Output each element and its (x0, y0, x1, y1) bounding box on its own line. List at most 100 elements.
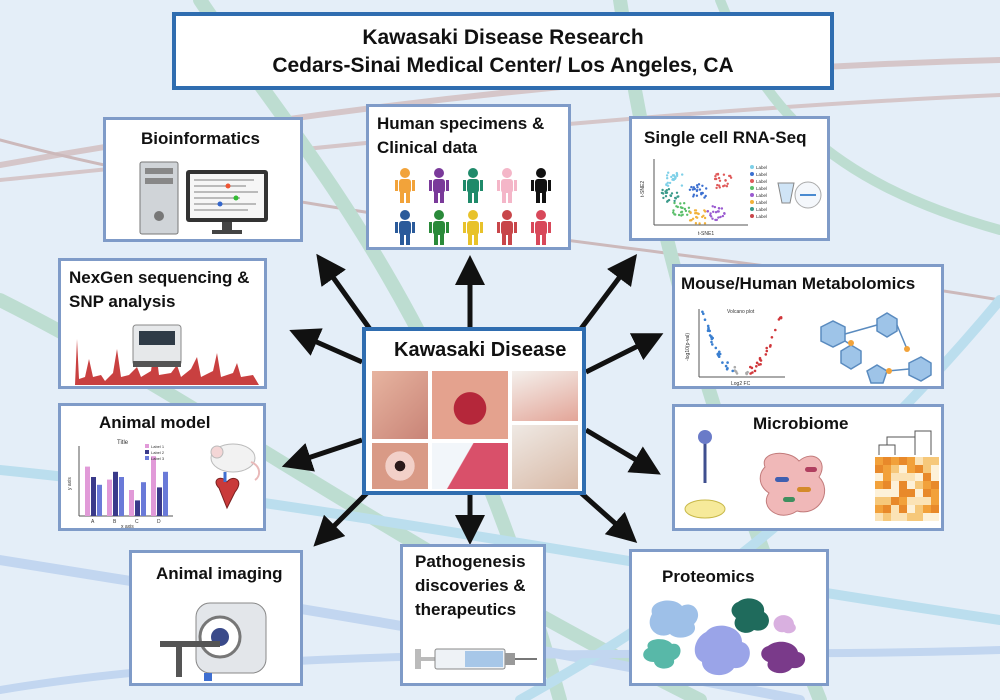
tsne-point (684, 209, 688, 213)
volcano-point (708, 334, 712, 337)
tsne-point (691, 188, 695, 191)
tsne-point (677, 195, 680, 198)
heatmap-cell (891, 505, 899, 513)
tsne-point (717, 184, 721, 187)
tsne-point (712, 210, 715, 213)
bar (97, 484, 102, 516)
tsne-point (718, 186, 721, 189)
sequencing-trace (71, 324, 259, 385)
heatmap-cell (907, 497, 915, 505)
heatmap-cell (915, 513, 923, 521)
arrow-to-animal-model (281, 437, 363, 472)
tsne-point (695, 189, 699, 192)
photo-skin-rash (372, 371, 428, 439)
heatmap-cell (875, 481, 883, 489)
tsne-point (674, 197, 678, 200)
tsne-point (726, 182, 729, 185)
bar (151, 456, 156, 516)
tsne-point (697, 212, 700, 216)
heatmap-cell (923, 465, 931, 473)
bar (163, 471, 168, 516)
heatmap-cell (915, 481, 923, 489)
arrow-to-nexgen (289, 328, 364, 365)
tsne-point (677, 213, 681, 217)
panel-metabolomics: Mouse/Human Metabolomics Volcano plot Lo… (672, 264, 944, 389)
bar (129, 490, 134, 516)
volcano-point (733, 369, 737, 372)
tsne-point (664, 190, 667, 193)
bar (119, 477, 124, 516)
heatmap-cell (931, 513, 939, 521)
computer-icon (139, 161, 268, 235)
heatmap-cell (907, 481, 915, 489)
bar-chart-title: Title (117, 440, 129, 446)
heatmap-cell (883, 481, 891, 489)
heatmap-cell (883, 513, 891, 521)
tsne-point (681, 173, 684, 176)
photo-strawberry-tongue (432, 371, 508, 439)
tsne-point (691, 217, 695, 220)
bar-legend-swatch (145, 456, 149, 460)
heatmap-cell (907, 489, 915, 497)
person-icon (395, 210, 415, 245)
heatmap-cell (899, 513, 907, 521)
bar-chart-xlabel: x axis (121, 524, 134, 530)
volcano-ylabel: -log10(p-val) (685, 333, 691, 361)
heatmap-cell (883, 489, 891, 497)
tsne-point (696, 216, 699, 219)
volcano-point (758, 356, 762, 360)
tsne-point (675, 173, 679, 176)
volcano-point (718, 350, 721, 354)
heatmap-cell (923, 497, 931, 505)
tsne-point (679, 202, 682, 205)
heatmap-cell (891, 473, 899, 481)
tsne-point (725, 185, 729, 188)
tsne-point (718, 207, 721, 210)
tsne-point (665, 183, 668, 187)
tsne-legend-swatch (750, 165, 754, 169)
volcano-point (750, 366, 754, 370)
tsne-point (675, 205, 678, 208)
volcano-point (769, 344, 772, 347)
bar-category-label: B (113, 519, 117, 525)
tsne-point (672, 209, 675, 212)
volcano-point (703, 318, 707, 321)
tsne-point (696, 186, 699, 189)
heatmap-cell (931, 497, 939, 505)
tsne-point (675, 191, 679, 194)
tsne-point (680, 184, 684, 187)
photo-red-eye (372, 443, 428, 489)
tsne-point (680, 210, 684, 213)
pathogenesis-line1: Pathogenesis (415, 552, 526, 571)
tsne-point (675, 174, 679, 178)
mri-scanner-icon (160, 602, 267, 681)
person-icon (395, 168, 415, 203)
bar-category-label: A (91, 519, 95, 525)
panel-pathogenesis: Pathogenesis discoveries & therapeutics (400, 544, 546, 686)
tsne-point (670, 192, 674, 195)
bar (141, 482, 146, 516)
tsne-point (705, 187, 708, 190)
microbiome-figure (684, 430, 939, 521)
heatmap-cell (907, 465, 915, 473)
person-icon (531, 210, 551, 245)
heatmap-cell (891, 513, 899, 521)
tsne-point (697, 183, 701, 186)
tsne-point (673, 177, 677, 180)
tsne-point (694, 209, 698, 212)
tsne-plot: t-SNE1 t-SNE2 LabelLabelLabelLabelLabelL… (640, 159, 822, 237)
tsne-legend-swatch (750, 214, 754, 218)
tsne-legend-label: Label (756, 214, 767, 219)
tsne-point (715, 186, 718, 190)
tsne-point (719, 215, 722, 219)
heatmap-cell (923, 481, 931, 489)
volcano-point (765, 346, 768, 350)
tsne-legend-label: Label (756, 207, 767, 212)
bar (135, 500, 140, 516)
dendrogram (878, 430, 932, 455)
bar-chart-ylabel: y axis (67, 477, 73, 490)
tsne-point (703, 209, 706, 212)
heatmap-cell (907, 473, 915, 481)
panel-human-specimens: Human specimens & Clinical data (366, 104, 571, 250)
